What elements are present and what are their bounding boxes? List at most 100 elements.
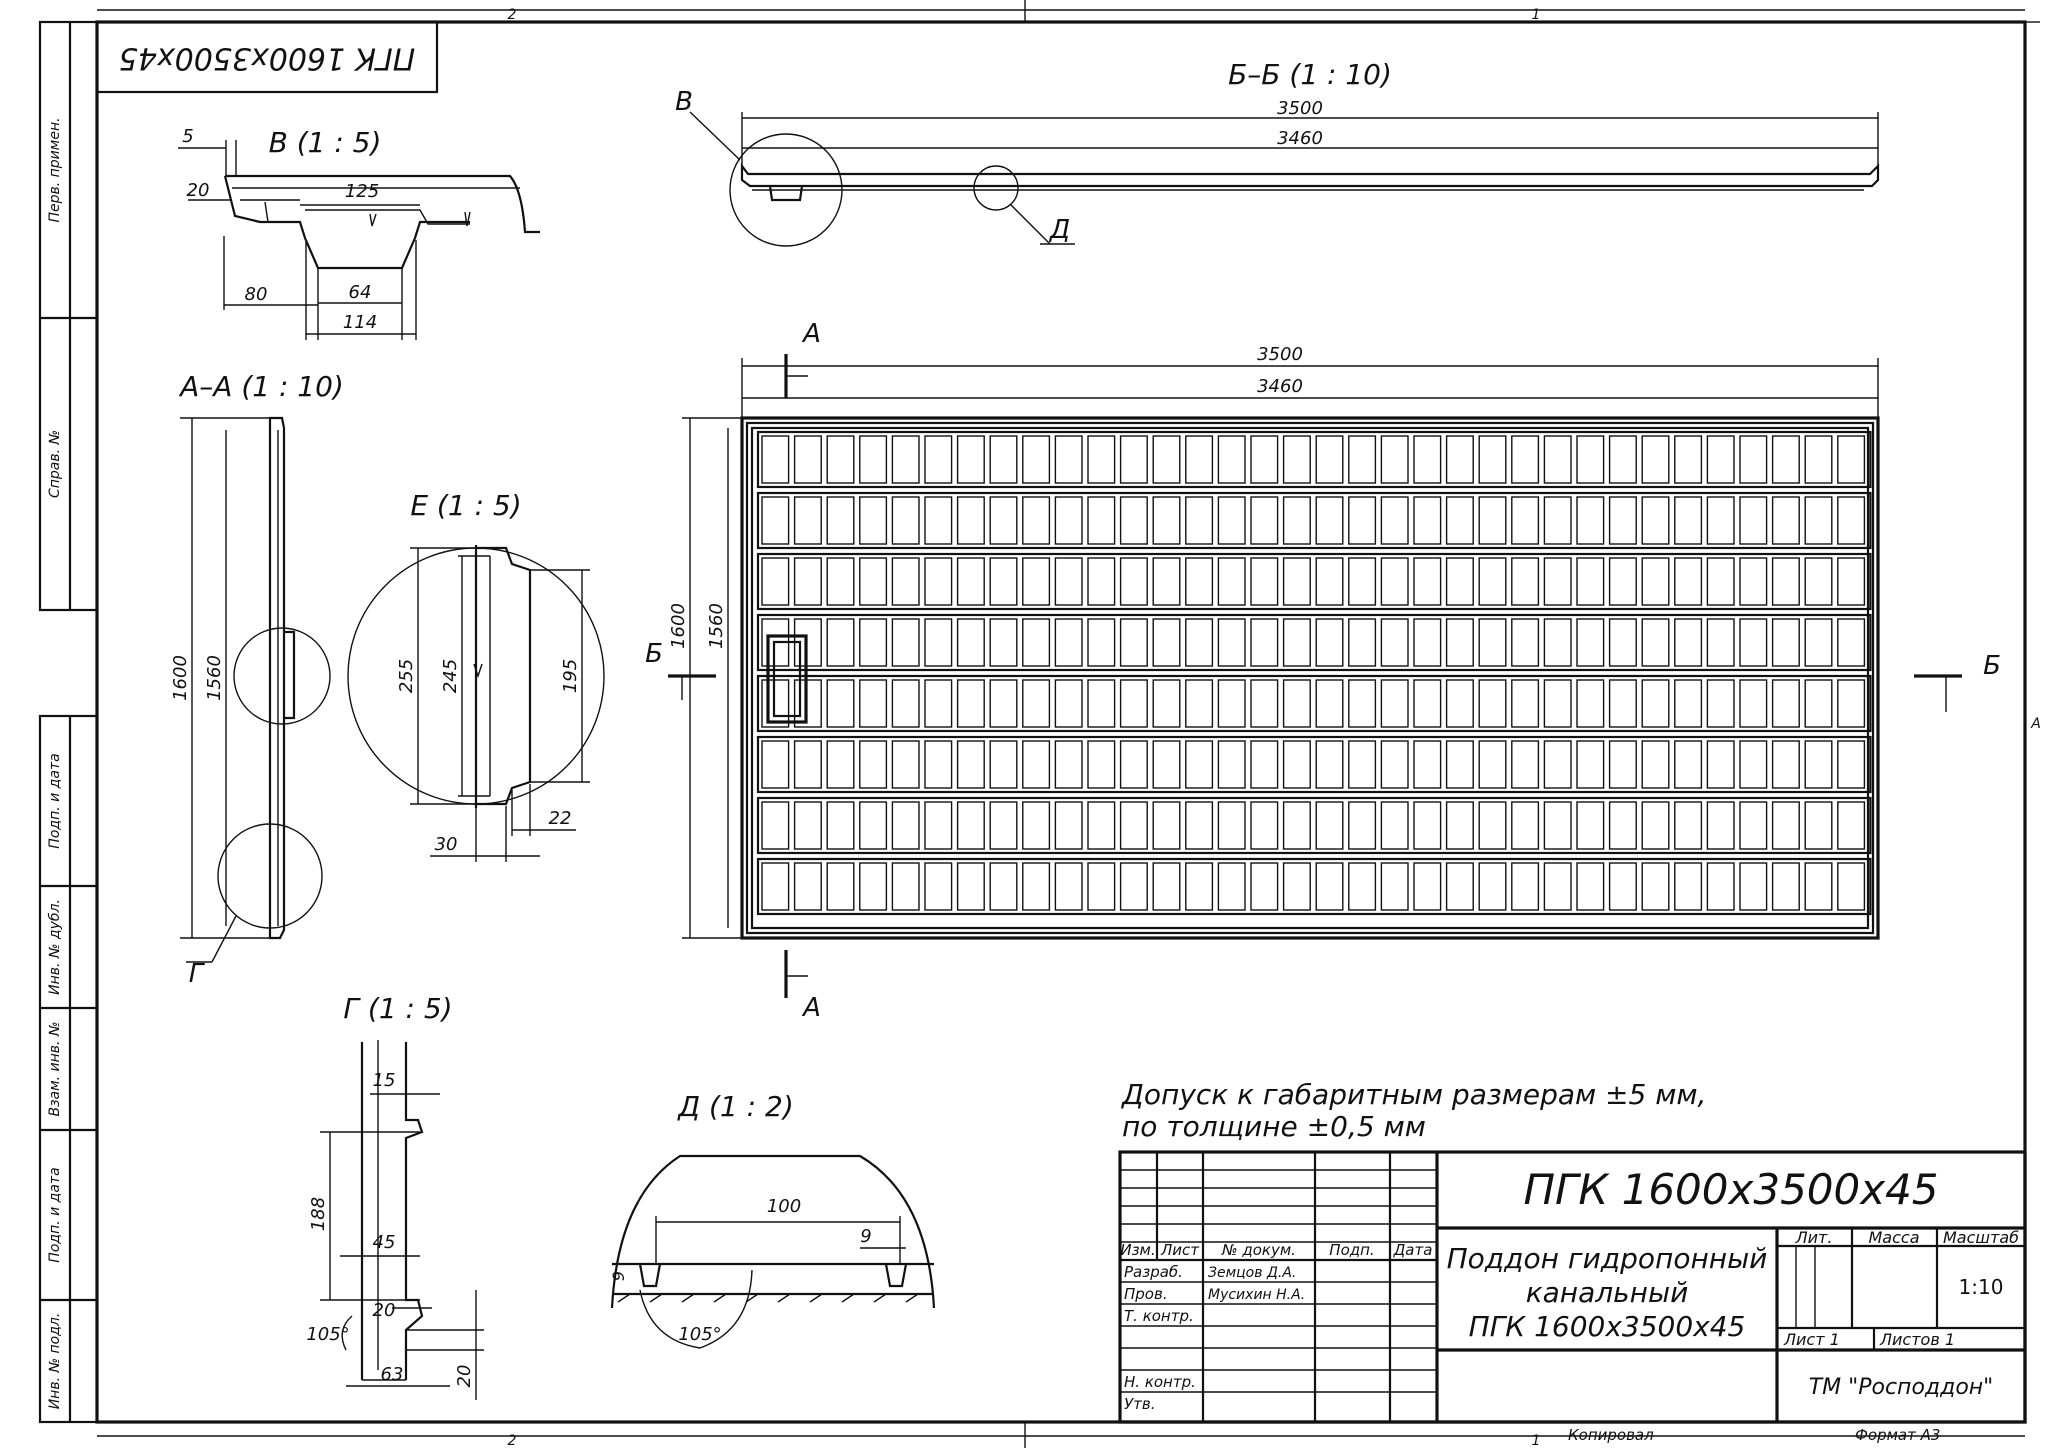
plan-cell [1804, 679, 1833, 728]
callout-g: Г [189, 959, 206, 989]
plan-cell [1576, 557, 1605, 606]
dim-d-9-left: 9 [609, 1271, 628, 1281]
plan-cell [1771, 862, 1800, 911]
plan-cell [1739, 740, 1768, 789]
plan-cell [1478, 801, 1507, 850]
plan-cell [1152, 557, 1181, 606]
plan-cell [1348, 557, 1377, 606]
row-person-prov: Мусихин Н.А. [1208, 1287, 1305, 1303]
plan-cell [1348, 740, 1377, 789]
plan-cell [1250, 801, 1279, 850]
plan-cell [1608, 740, 1637, 789]
dim-d-105: 105° [678, 1324, 721, 1345]
plan-cell [1576, 435, 1605, 484]
plan-cell [1478, 435, 1507, 484]
plan-cell [1674, 679, 1703, 728]
plan-cell [1478, 496, 1507, 545]
plan-cell [1576, 679, 1605, 728]
dim-plan-1600: 1600 [668, 603, 689, 649]
plan-cell [1674, 435, 1703, 484]
plan-cell [826, 740, 855, 789]
plan-cell [1087, 679, 1116, 728]
plan-cell [1576, 740, 1605, 789]
row-role-nkontr: Н. контр. [1124, 1373, 1196, 1391]
plan-cell [1119, 618, 1148, 667]
plan-cell [924, 496, 953, 545]
plan-cell [1608, 435, 1637, 484]
plan-cell [1152, 496, 1181, 545]
plan-cell [793, 740, 822, 789]
callout-v: В [675, 87, 693, 117]
plan-channel-row [756, 674, 1872, 733]
plan-cell [989, 862, 1018, 911]
section-b-right: Б [1983, 651, 2001, 681]
plan-cell [1511, 740, 1540, 789]
plan-cell [1185, 679, 1214, 728]
plan-cell [1837, 801, 1866, 850]
plan-cell [1185, 862, 1214, 911]
company-name: ТМ "Росподдон" [1809, 1375, 1994, 1400]
plan-cell [1380, 557, 1409, 606]
plan-cell [1087, 435, 1116, 484]
plan-cell [1478, 862, 1507, 911]
plan-cell [1641, 618, 1670, 667]
plan-cell [1804, 862, 1833, 911]
plan-cell [1413, 801, 1442, 850]
plan-cell [1478, 679, 1507, 728]
plan-cell [859, 435, 888, 484]
plan-cell [761, 740, 790, 789]
plan-cell [826, 435, 855, 484]
plan-cell [956, 801, 985, 850]
plan-cell [924, 618, 953, 667]
plan-cell [1282, 435, 1311, 484]
plan-view: 3500 3460 1600 1560 А А Б Б [645, 319, 2001, 1023]
plan-cell [1706, 801, 1735, 850]
plan-cell [1119, 496, 1148, 545]
plan-cell [859, 496, 888, 545]
plan-cell [1282, 679, 1311, 728]
plan-cell [1641, 679, 1670, 728]
name-line-1: Поддон гидропонный [1447, 1242, 1768, 1275]
row-role-tkontr: Т. контр. [1124, 1307, 1194, 1325]
plan-cell [859, 679, 888, 728]
side-label-podp-2: Подп. и дата [47, 1167, 63, 1262]
plan-cell [956, 679, 985, 728]
plan-cell [1641, 801, 1670, 850]
scale-value: 1:10 [1959, 1275, 2004, 1299]
plan-cell [793, 679, 822, 728]
view-v-detail: В (1 : 5) 5 20 125 80 64 114 [178, 126, 540, 340]
plan-cell [1608, 557, 1637, 606]
plan-cell [1315, 740, 1344, 789]
plan-cell [1315, 496, 1344, 545]
plan-cell [1348, 435, 1377, 484]
plan-cell [1478, 740, 1507, 789]
plan-cell [826, 801, 855, 850]
plan-cell [1445, 557, 1474, 606]
row-person-razrab: Земцов Д.А. [1208, 1265, 1296, 1281]
plan-cell [859, 740, 888, 789]
plan-cell [1543, 679, 1572, 728]
plan-cell [1348, 679, 1377, 728]
footer: Копировал Формат А3 [1568, 1426, 1940, 1444]
plan-cell [1152, 740, 1181, 789]
plan-cell [891, 557, 920, 606]
plan-cell [761, 435, 790, 484]
zone-label-2-top: 2 [508, 7, 517, 23]
plan-cell [956, 496, 985, 545]
plan-cell [1250, 862, 1279, 911]
plan-cell [1119, 740, 1148, 789]
side-label-vzam: Взам. инв. № [47, 1021, 63, 1116]
plan-cell [826, 862, 855, 911]
designation: ПГК 1600х3500х45 [1523, 1165, 1938, 1214]
plan-cell [1152, 801, 1181, 850]
plan-cell [1217, 496, 1246, 545]
plan-cell [859, 557, 888, 606]
plan-cell [1152, 618, 1181, 667]
plan-cell [1543, 618, 1572, 667]
plan-cell [1413, 496, 1442, 545]
view-bb-section: Б–Б (1 : 10) 3500 3460 В Д [675, 58, 1880, 247]
plan-cell [1608, 801, 1637, 850]
plan-cell [1543, 435, 1572, 484]
plan-cell [761, 862, 790, 911]
